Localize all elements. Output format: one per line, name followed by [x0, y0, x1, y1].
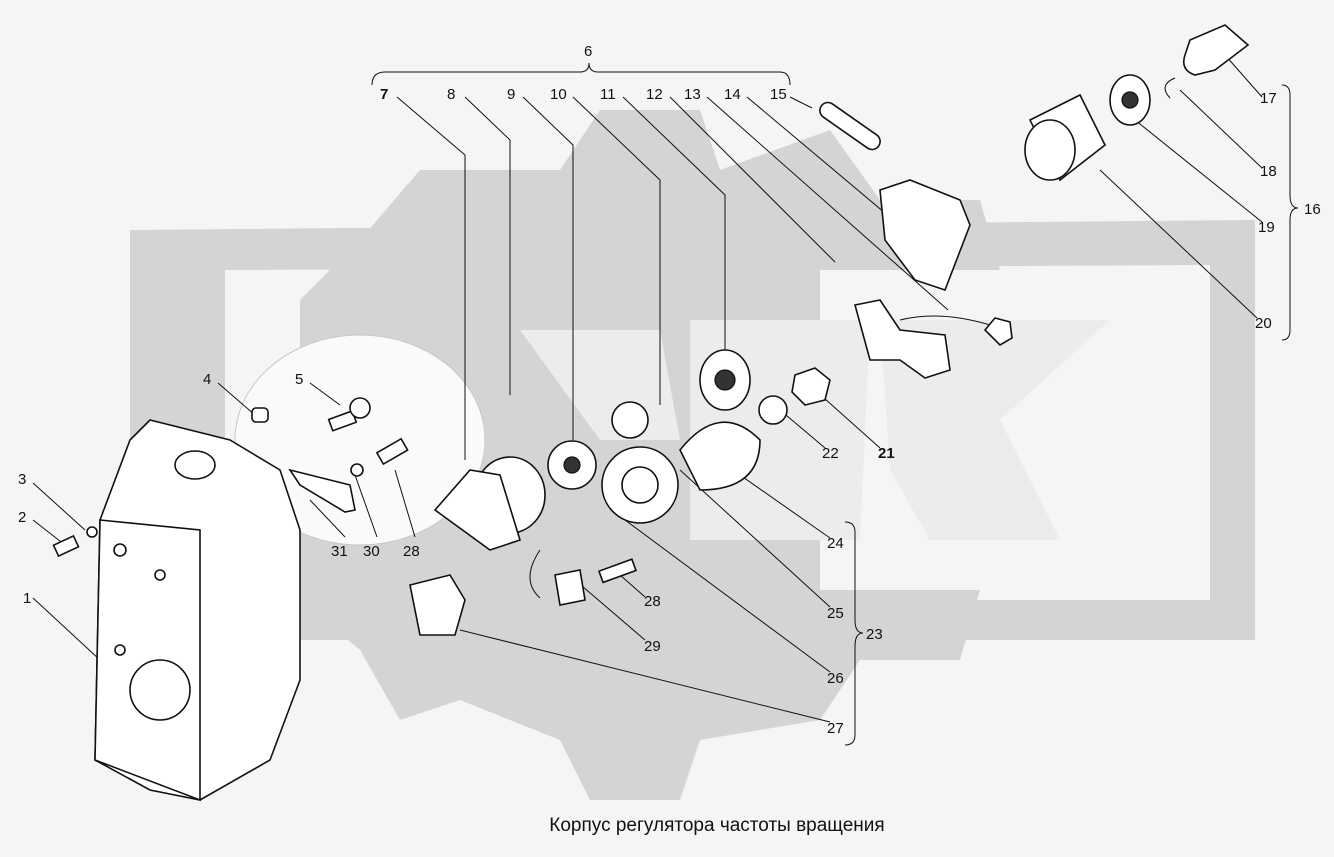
brace-6: [371, 62, 791, 86]
label-15: 15: [770, 86, 787, 103]
part-labels: 1 2 3 4 5 6 7 8 9 10 11 12 13 14 15 16 1…: [18, 43, 1321, 737]
label-5: 5: [295, 371, 303, 388]
center-assembly: [409, 101, 1013, 636]
label-20: 20: [1255, 315, 1272, 332]
label-30: 30: [363, 543, 380, 560]
label-28-left: 28: [403, 543, 420, 560]
label-7: 7: [380, 86, 388, 103]
label-29: 29: [644, 638, 661, 655]
small-parts-left: [52, 397, 409, 558]
label-17: 17: [1260, 90, 1277, 107]
label-4: 4: [203, 371, 211, 388]
label-24: 24: [827, 535, 844, 552]
label-10: 10: [550, 86, 567, 103]
brace-23: [844, 521, 864, 746]
label-18: 18: [1260, 163, 1277, 180]
diagram-caption: Корпус регулятора частоты вращения: [549, 815, 884, 836]
brace-16: [1281, 84, 1299, 341]
label-8: 8: [447, 86, 455, 103]
label-27: 27: [827, 720, 844, 737]
label-23: 23: [866, 626, 883, 643]
label-16: 16: [1304, 201, 1321, 218]
highlight-ellipse: [234, 334, 486, 546]
label-11: 11: [600, 86, 616, 103]
label-9: 9: [507, 86, 515, 103]
label-31: 31: [331, 543, 348, 560]
label-22: 22: [822, 445, 839, 462]
housing-part-1: [94, 419, 301, 802]
label-28-right: 28: [644, 593, 661, 610]
label-12: 12: [646, 86, 663, 103]
label-19: 19: [1258, 219, 1275, 236]
leader-lines: [32, 54, 1263, 723]
label-13: 13: [684, 86, 701, 103]
right-assembly-16: [1024, 24, 1250, 182]
label-6: 6: [584, 43, 592, 60]
label-2: 2: [18, 509, 26, 526]
label-26: 26: [827, 670, 844, 687]
label-14: 14: [724, 86, 741, 103]
label-25: 25: [827, 605, 844, 622]
label-21: 21: [878, 445, 895, 462]
label-1: 1: [23, 590, 31, 607]
label-3: 3: [18, 471, 26, 488]
